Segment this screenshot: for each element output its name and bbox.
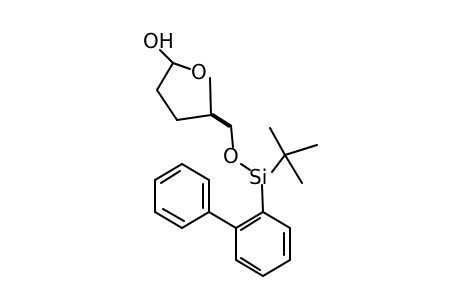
bond-lower-ring-inner-2 xyxy=(240,257,261,271)
bond-lower-ring-1 xyxy=(262,211,291,229)
bond-upper-ring-2 xyxy=(154,211,183,229)
bond-ether-oxygen-silicon xyxy=(240,163,251,171)
lower-phenyl-ring xyxy=(235,211,291,277)
bond-upper-ring-4 xyxy=(154,163,183,181)
bond-lower-ring-inner-3 xyxy=(240,217,261,231)
bond-tbu-methyl-right xyxy=(284,144,318,156)
bond-biaryl xyxy=(208,211,237,229)
bond-silicon-quaternary-carbon xyxy=(271,154,286,173)
upper-phenyl-ring xyxy=(154,163,210,229)
bond-ch2-ether-oxygen xyxy=(230,125,234,148)
wedge-bond-c4-ch2 xyxy=(209,113,232,128)
bond-ring-oxygen-c4 xyxy=(209,77,212,116)
bond-tbu-methyl-up xyxy=(269,127,286,156)
bond-upper-ring-5 xyxy=(181,163,210,181)
ring-oxygen-label: O xyxy=(191,60,207,84)
bond-c1-ring-oxygen xyxy=(172,62,191,70)
bond-c1-hydroxyl xyxy=(159,49,174,64)
bond-upper-ring-1 xyxy=(181,211,210,229)
bond-c2-c1 xyxy=(156,62,174,91)
tetrahydrofuran-ring xyxy=(156,62,212,121)
bond-silicon-aryl xyxy=(261,184,264,213)
bond-tbu-methyl-down xyxy=(284,154,303,184)
bond-lower-ring-4 xyxy=(235,259,264,277)
tert-butyl-group xyxy=(269,127,318,184)
bond-upper-ring-inner-1 xyxy=(162,208,185,222)
bond-c4-c3 xyxy=(176,114,212,121)
bond-lower-ring-6 xyxy=(235,211,264,229)
ether-oxygen-label: O xyxy=(223,144,239,168)
bond-lower-ring-3 xyxy=(262,259,291,277)
bond-c3-c2 xyxy=(156,89,178,121)
bond-upper-ring-inner-2 xyxy=(160,170,181,184)
hydroxyl-label: OH xyxy=(143,29,174,53)
silicon-label: Si xyxy=(249,165,267,189)
